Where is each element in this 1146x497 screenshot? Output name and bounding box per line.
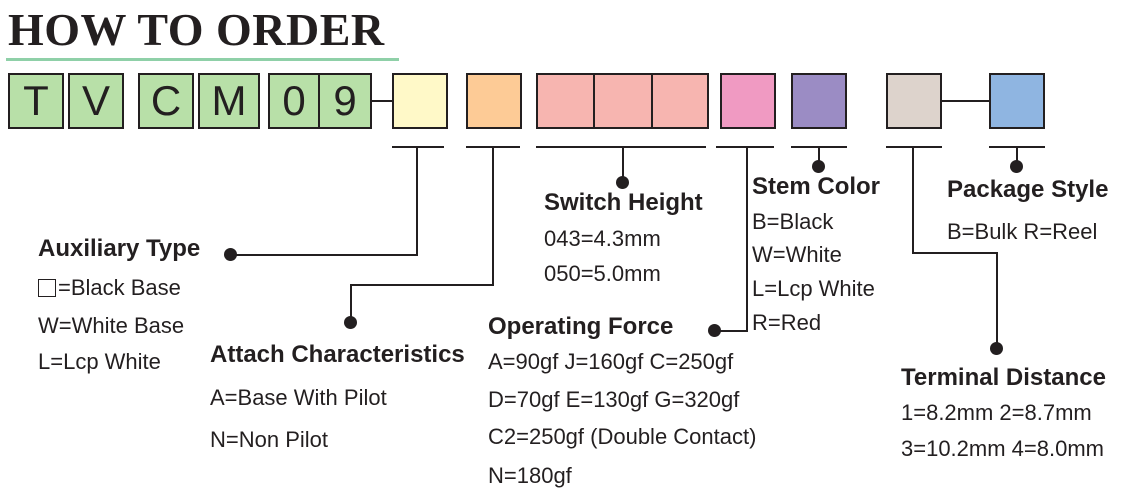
auxiliary-option-text: =Black Base (58, 275, 181, 300)
attach-heading: Attach Characteristics (210, 341, 465, 368)
empty-box-icon (38, 279, 56, 297)
stem-box (791, 73, 847, 129)
force-heading: Operating Force (488, 313, 674, 340)
height-box-divider (593, 75, 595, 127)
force-option: C2=250gf (Double Contact) (488, 424, 757, 449)
auxiliary-box (392, 73, 448, 129)
force-box (720, 73, 776, 129)
page-title: HOW TO ORDER (8, 4, 385, 55)
force-option: A=90gf J=160gf C=250gf (488, 349, 734, 374)
code-box-9: 9 (318, 73, 372, 129)
force-dot (708, 324, 721, 337)
force-bracket (716, 146, 774, 148)
attach-option: N=Non Pilot (210, 427, 329, 452)
attach-option: A=Base With Pilot (210, 385, 387, 410)
stem-heading: Stem Color (752, 173, 881, 200)
code-connector (372, 100, 392, 102)
auxiliary-option: L=Lcp White (38, 349, 161, 374)
code-letter: M (211, 77, 247, 124)
terminal-box (886, 73, 942, 129)
auxiliary-option: =Black Base (38, 275, 181, 301)
package-box (989, 73, 1045, 129)
code-box-v: V (68, 73, 124, 129)
attach-leader (350, 284, 494, 286)
attach-dot (344, 316, 357, 329)
force-leader (716, 330, 748, 332)
package-heading: Package Style (947, 176, 1109, 203)
terminal-option: 3=10.2mm 4=8.0mm (901, 436, 1104, 461)
code-box-0: 0 (268, 73, 320, 129)
title-underline (6, 58, 399, 61)
height-box (536, 73, 709, 129)
code-letter: V (81, 77, 110, 124)
code-letter: 0 (282, 77, 306, 124)
height-option: 043=4.3mm (544, 226, 661, 251)
code-box-c: C (138, 73, 194, 129)
force-option: N=180gf (488, 463, 572, 488)
height-dot (616, 176, 629, 189)
package-leader (1016, 146, 1018, 164)
auxiliary-option: W=White Base (38, 313, 185, 338)
attach-leader (350, 284, 352, 322)
terminal-dot (990, 342, 1003, 355)
stem-option: R=Red (752, 310, 822, 335)
terminal-leader (996, 252, 998, 346)
terminal-leader (912, 252, 998, 254)
auxiliary-leader (416, 146, 418, 256)
force-leader (746, 146, 748, 332)
stem-option: W=White (752, 242, 842, 267)
height-option: 050=5.0mm (544, 261, 661, 286)
code-box-m: M (198, 73, 260, 129)
auxiliary-dot (224, 248, 237, 261)
attach-leader (492, 146, 494, 286)
code-letter: 9 (333, 77, 357, 124)
height-bracket (536, 146, 706, 148)
auxiliary-heading: Auxiliary Type (38, 235, 201, 262)
terminal-package-connector (942, 100, 989, 102)
height-box-divider (651, 75, 653, 127)
terminal-option: 1=8.2mm 2=8.7mm (901, 400, 1092, 425)
code-letter: T (23, 77, 49, 124)
code-box-t: T (8, 73, 64, 129)
stem-dot (812, 160, 825, 173)
package-option: B=Bulk R=Reel (947, 219, 1098, 244)
height-heading: Switch Height (544, 189, 703, 216)
terminal-heading: Terminal Distance (901, 364, 1106, 391)
stem-leader (818, 146, 820, 164)
code-letter: C (150, 77, 182, 124)
auxiliary-leader (232, 254, 418, 256)
stem-option: L=Lcp White (752, 276, 875, 301)
stem-option: B=Black (752, 209, 834, 234)
force-option: D=70gf E=130gf G=320gf (488, 387, 740, 412)
terminal-bracket (886, 146, 942, 148)
package-dot (1010, 160, 1023, 173)
attach-box (466, 73, 522, 129)
height-leader (622, 146, 624, 180)
terminal-leader (912, 146, 914, 254)
auxiliary-bracket (392, 146, 444, 148)
